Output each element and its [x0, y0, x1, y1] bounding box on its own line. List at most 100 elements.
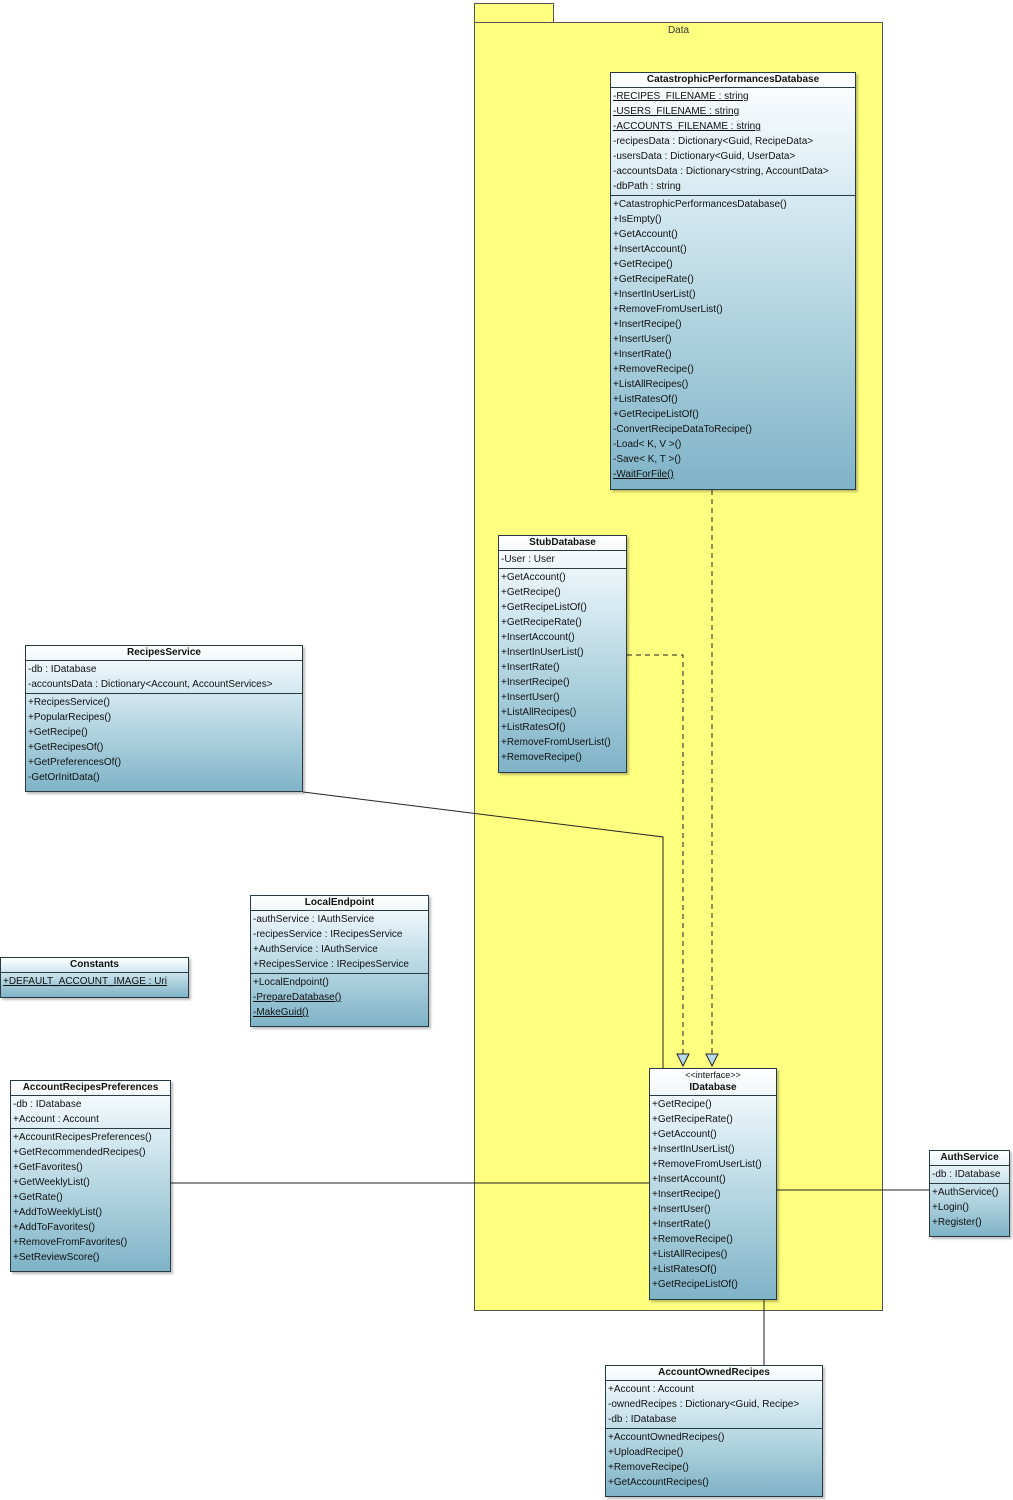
operation: +GetRecipeRate(): [613, 274, 694, 285]
attribute: -db : IDatabase: [608, 1414, 677, 1425]
operation: +InsertUser(): [652, 1204, 711, 1215]
class-catastrophic-performances-database[interactable]: CatastrophicPerformancesDatabase -RECIPE…: [610, 72, 856, 490]
attribute: -dbPath : string: [613, 181, 681, 192]
attribute: -User : User: [501, 554, 555, 565]
operation: +ListAllRecipes(): [501, 707, 577, 718]
operation: +InsertInUserList(): [613, 289, 696, 300]
operation: +PopularRecipes(): [28, 712, 112, 723]
class-name: AccountRecipesPreferences: [11, 1081, 170, 1096]
class-name: CatastrophicPerformancesDatabase: [611, 73, 855, 88]
operation: +RemoveRecipe(): [613, 364, 694, 375]
operation: +GetRate(): [13, 1192, 63, 1203]
operation: +InsertRecipe(): [501, 677, 570, 688]
class-account-recipes-preferences[interactable]: AccountRecipesPreferences -db : IDatabas…: [10, 1080, 171, 1272]
operation: +Login(): [932, 1202, 969, 1213]
operation-compartment: +AuthService() +Login() +Register(): [930, 1184, 1009, 1231]
class-name: StubDatabase: [499, 536, 626, 551]
operation: +GetRecipe(): [501, 587, 561, 598]
operation: +ListAllRecipes(): [613, 379, 689, 390]
operation: -WaitForFile(): [613, 469, 674, 480]
interface-idatabase[interactable]: <<interface>> IDatabase +GetRecipe() +Ge…: [649, 1068, 777, 1300]
class-name: IDatabase: [650, 1081, 776, 1096]
attribute: -authService : IAuthService: [253, 914, 375, 925]
operation: +LocalEndpoint(): [253, 977, 329, 988]
operation-compartment: +LocalEndpoint() -PrepareDatabase() -Mak…: [251, 974, 428, 1021]
package-name: Data: [667, 25, 690, 36]
operation: -GetOrInitData(): [28, 772, 100, 783]
operation: +AddToFavorites(): [13, 1222, 95, 1233]
attribute-compartment: -db : IDatabase +Account : Account: [11, 1096, 170, 1129]
operation: +GetRecipeListOf(): [501, 602, 587, 613]
operation: -MakeGuid(): [253, 1007, 309, 1018]
attribute: -ownedRecipes : Dictionary<Guid, Recipe>: [608, 1399, 800, 1410]
operation-compartment: +GetAccount() +GetRecipe() +GetRecipeLis…: [499, 569, 626, 766]
class-stub-database[interactable]: StubDatabase -User : User +GetAccount() …: [498, 535, 627, 773]
attribute: -ACCOUNTS_FILENAME : string: [613, 121, 761, 132]
operation: -Save< K, T >(): [613, 454, 681, 465]
operation: -Load< K, V >(): [613, 439, 682, 450]
operation: +CatastrophicPerformancesDatabase(): [613, 199, 787, 210]
operation: +InsertRate(): [652, 1219, 711, 1230]
operation: +InsertUser(): [613, 334, 672, 345]
attribute: -db : IDatabase: [13, 1099, 82, 1110]
class-constants[interactable]: Constants +DEFAULT_ACCOUNT_IMAGE : Uri: [0, 957, 189, 998]
operation: +ListRatesOf(): [501, 722, 566, 733]
operation: +GetAccount(): [652, 1129, 717, 1140]
attribute: +Account : Account: [13, 1114, 99, 1125]
operation: +InsertUser(): [501, 692, 560, 703]
attribute: -recipesService : IRecipesService: [253, 929, 403, 940]
operation: +GetRecipe(): [28, 727, 88, 738]
operation: +InsertRate(): [613, 349, 672, 360]
attribute: +AuthService : IAuthService: [253, 944, 378, 955]
attribute: -db : IDatabase: [932, 1169, 1001, 1180]
operation: +UploadRecipe(): [608, 1447, 684, 1458]
attribute-compartment: -User : User: [499, 551, 626, 569]
operation: +GetWeeklyList(): [13, 1177, 90, 1188]
operation: +RemoveFromUserList(): [501, 737, 611, 748]
operation: +SetReviewScore(): [13, 1252, 100, 1263]
class-account-owned-recipes[interactable]: AccountOwnedRecipes +Account : Account -…: [605, 1365, 823, 1497]
operation: -ConvertRecipeDataToRecipe(): [613, 424, 752, 435]
operation: +AuthService(): [932, 1187, 999, 1198]
operation: +InsertInUserList(): [652, 1144, 735, 1155]
operation: +InsertAccount(): [652, 1174, 726, 1185]
operation-compartment: +CatastrophicPerformancesDatabase() +IsE…: [611, 196, 855, 483]
attribute-compartment: +DEFAULT_ACCOUNT_IMAGE : Uri: [1, 973, 188, 990]
operation: +GetPreferencesOf(): [28, 757, 122, 768]
class-name: AccountOwnedRecipes: [606, 1366, 822, 1381]
class-name: AuthService: [930, 1151, 1009, 1166]
operation: +GetFavorites(): [13, 1162, 83, 1173]
class-local-endpoint[interactable]: LocalEndpoint -authService : IAuthServic…: [250, 895, 429, 1027]
class-recipes-service[interactable]: RecipesService -db : IDatabase -accounts…: [25, 645, 303, 792]
operation: +RemoveFromUserList(): [652, 1159, 762, 1170]
attribute-compartment: +Account : Account -ownedRecipes : Dicti…: [606, 1381, 822, 1429]
operation: +AddToWeeklyList(): [13, 1207, 103, 1218]
operation: +ListAllRecipes(): [652, 1249, 728, 1260]
attribute: -RECIPES_FILENAME : string: [613, 91, 749, 102]
operation: +GetRecommendedRecipes(): [13, 1147, 146, 1158]
class-auth-service[interactable]: AuthService -db : IDatabase +AuthService…: [929, 1150, 1010, 1237]
stereotype-label: <<interface>>: [685, 1070, 741, 1080]
operation-compartment: +GetRecipe() +GetRecipeRate() +GetAccoun…: [650, 1096, 776, 1293]
attribute: -db : IDatabase: [28, 664, 97, 675]
package-tab: [474, 3, 554, 22]
operation: +IsEmpty(): [613, 214, 662, 225]
class-name: RecipesService: [26, 646, 302, 661]
operation: +InsertRecipe(): [652, 1189, 721, 1200]
attribute: +Account : Account: [608, 1384, 694, 1395]
attribute-compartment: -RECIPES_FILENAME : string -USERS_FILENA…: [611, 88, 855, 196]
operation: +AccountRecipesPreferences(): [13, 1132, 152, 1143]
operation: +RemoveRecipe(): [501, 752, 582, 763]
operation: +RemoveRecipe(): [652, 1234, 733, 1245]
attribute: +RecipesService : IRecipesService: [253, 959, 409, 970]
attribute: -accountsData : Dictionary<Account, Acco…: [28, 679, 273, 690]
operation: +AccountOwnedRecipes(): [608, 1432, 725, 1443]
attribute-compartment: -db : IDatabase: [930, 1166, 1009, 1184]
operation: +GetRecipeRate(): [501, 617, 582, 628]
attribute-compartment: -db : IDatabase -accountsData : Dictiona…: [26, 661, 302, 694]
attribute: +DEFAULT_ACCOUNT_IMAGE : Uri: [3, 976, 168, 987]
operation: +RecipesService(): [28, 697, 110, 708]
operation-compartment: +AccountRecipesPreferences() +GetRecomme…: [11, 1129, 170, 1266]
operation: +RemoveFromFavorites(): [13, 1237, 128, 1248]
operation: +GetRecipeRate(): [652, 1114, 733, 1125]
